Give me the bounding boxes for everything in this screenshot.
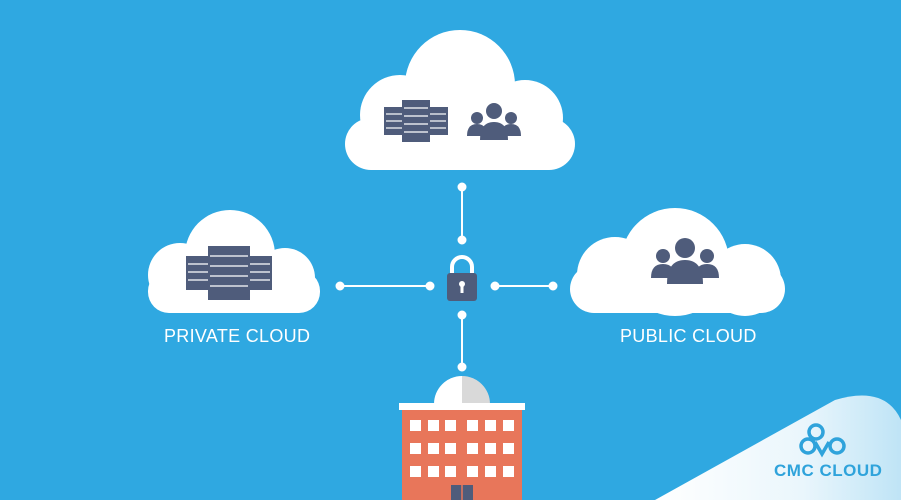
building-icon <box>399 376 525 500</box>
lock-icon <box>447 255 477 301</box>
brand-swoosh <box>655 395 901 500</box>
public-cloud <box>570 208 785 316</box>
private-cloud-label: PRIVATE CLOUD <box>164 326 311 346</box>
connector-lines <box>335 182 558 372</box>
users-icon <box>467 103 521 140</box>
users-icon <box>651 238 719 284</box>
cmc-cloud-logo-icon <box>799 423 846 458</box>
server-rack-icon <box>384 100 448 142</box>
hybrid-cloud <box>345 30 575 170</box>
public-cloud-label: PUBLIC CLOUD <box>620 326 757 346</box>
server-rack-icon <box>186 246 272 300</box>
brand-name: CMC CLOUD <box>774 461 883 480</box>
